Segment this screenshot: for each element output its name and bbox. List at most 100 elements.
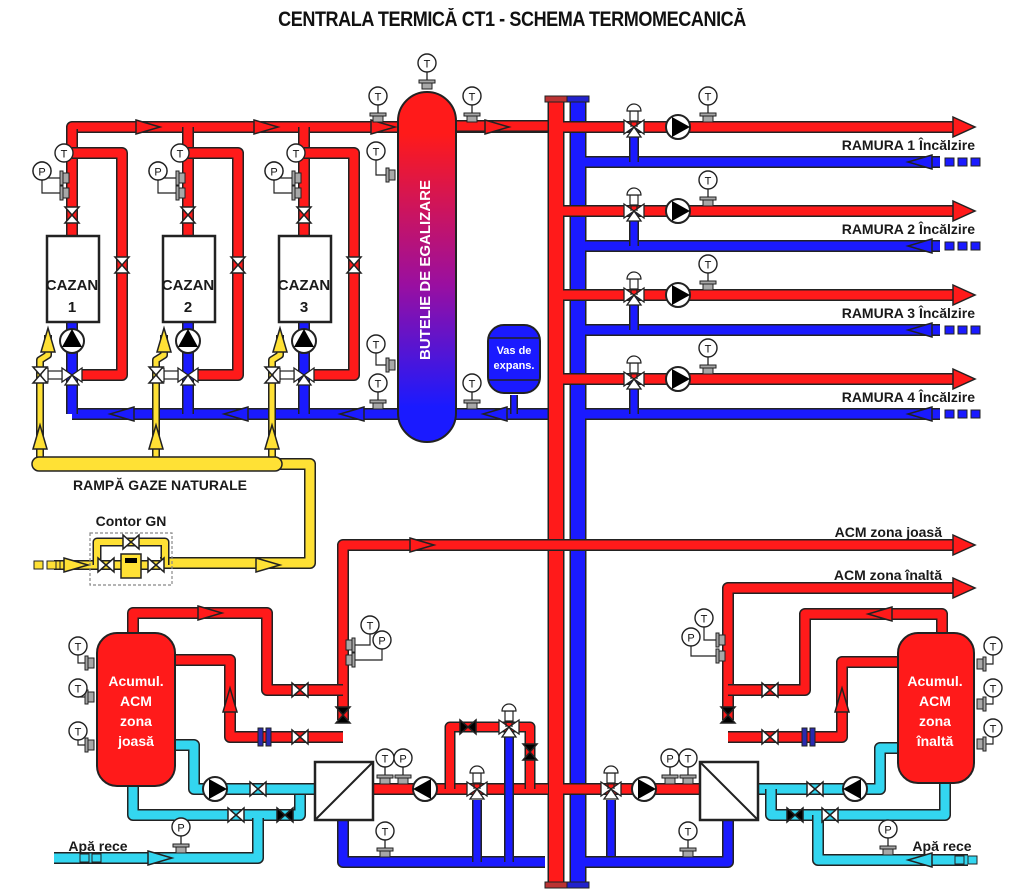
pump-arrow: [638, 779, 656, 799]
dash: [970, 409, 981, 419]
gas-flow-arrow-icon: [264, 422, 280, 450]
gas-valve-icon: [97, 556, 115, 574]
valve-icon: [291, 681, 309, 699]
gas-meter-enclosure: [89, 532, 173, 586]
valve-icon: [249, 780, 267, 798]
valve-half: [63, 206, 81, 217]
pressure-gauge-icon: P: [660, 748, 680, 768]
sensor-top: [394, 767, 412, 785]
boiler-2: [161, 234, 217, 324]
thermometer-icon: T: [286, 143, 306, 163]
thermometer-icon: T: [170, 143, 190, 163]
sensor-flange: [699, 196, 717, 201]
gauge-letter: P: [270, 167, 277, 179]
sensor-leader: [375, 353, 386, 366]
thermometer-icon: T: [366, 334, 386, 354]
dash: [967, 855, 978, 865]
pump-arrow: [413, 779, 431, 799]
dash: [957, 157, 968, 167]
valve-half: [249, 780, 260, 798]
gauge-letter: T: [382, 827, 389, 839]
gauge-letter: P: [177, 823, 184, 835]
cold-water-inlet-left: [54, 818, 264, 864]
branch-2-label: RAMURA 2 Încălzire: [842, 220, 976, 237]
dhw-low-supply: [337, 539, 955, 720]
gas-flow-arrow-icon: [32, 422, 48, 450]
valve-half: [295, 206, 313, 217]
sensor-leader: [41, 180, 60, 194]
dhw-high-supply: [722, 582, 955, 720]
flow-arrow-icon: [135, 119, 163, 135]
valve-half: [31, 366, 49, 377]
gauge-letter: T: [375, 379, 382, 391]
check-valve-icon: [786, 806, 804, 824]
check-valve-icon: [459, 718, 477, 736]
gauge-letter: P: [38, 167, 45, 179]
sensor-side: [157, 180, 186, 201]
pipe: [758, 742, 898, 795]
flow-meter-icon: [809, 727, 816, 747]
sensor-leader: [355, 649, 383, 661]
branch-pump-icon: [665, 366, 691, 392]
thermometer-icon: T: [694, 608, 714, 628]
boiler-pump-icon: [59, 328, 85, 354]
valve-port: [302, 366, 315, 384]
dash: [957, 325, 968, 335]
flow-arrow-icon: [337, 406, 365, 422]
dhw-tank-high: [897, 632, 975, 784]
valve-half: [291, 728, 302, 746]
sensor-fitting: [87, 739, 95, 751]
sensor-top: [376, 767, 394, 785]
flow-arrow-icon: [834, 685, 850, 713]
sensor-flange: [699, 280, 717, 285]
expansion-vessel: [487, 324, 541, 394]
valve-port: [632, 118, 645, 136]
valve-icon: [761, 681, 779, 699]
branch-supply-arrow-icon: [952, 367, 977, 391]
thermometer-icon: T: [983, 636, 1003, 656]
valve-port: [295, 373, 313, 386]
dhw-low-primary-pump-icon: [412, 776, 438, 802]
sensor-top: [699, 357, 717, 375]
sensor-flange: [715, 632, 720, 648]
branch-supply-arrow-icon: [952, 199, 977, 223]
valve-half: [719, 706, 737, 717]
collector-cap: [544, 95, 568, 103]
flow-arrow-icon: [480, 406, 508, 422]
sensor-flange: [385, 357, 390, 373]
valve-port: [623, 202, 636, 220]
sensor-flange: [376, 774, 394, 779]
dash: [944, 409, 955, 419]
thermometer-icon: T: [375, 821, 395, 841]
gauge-dial: [32, 161, 52, 181]
branch-return-arrow-icon: [905, 406, 933, 422]
valve-half: [793, 806, 804, 824]
flow-arrow-icon: [905, 852, 933, 868]
gauge-dial: [678, 748, 698, 768]
expansion-vessel-label-2: expans.: [494, 360, 535, 372]
gauge-letter: T: [705, 92, 712, 104]
sensor-leader: [355, 634, 371, 646]
gauge-dial: [366, 141, 386, 161]
pressure-gauge-icon: P: [681, 627, 701, 647]
sensor-top: [699, 105, 717, 123]
valve-half: [334, 706, 352, 717]
collector-cap: [544, 881, 568, 889]
valve-port: [186, 366, 199, 384]
sensor-flange: [699, 112, 717, 117]
pipe-fill: [338, 540, 955, 720]
valve-port: [70, 366, 83, 384]
valve-half: [768, 681, 779, 699]
valve-port: [498, 718, 511, 736]
sensor-top: [369, 392, 387, 410]
sensor-flange: [351, 637, 356, 653]
valve-icon: [821, 806, 839, 824]
gas-meter: [120, 553, 142, 579]
sensor-leader: [157, 180, 176, 194]
gauge-dial: [417, 53, 437, 73]
flow-arrow-icon: [197, 605, 225, 621]
pipe-outline: [444, 721, 536, 789]
sensor-top: [661, 767, 679, 785]
sensor-top: [679, 840, 697, 858]
valve-port: [609, 780, 622, 798]
